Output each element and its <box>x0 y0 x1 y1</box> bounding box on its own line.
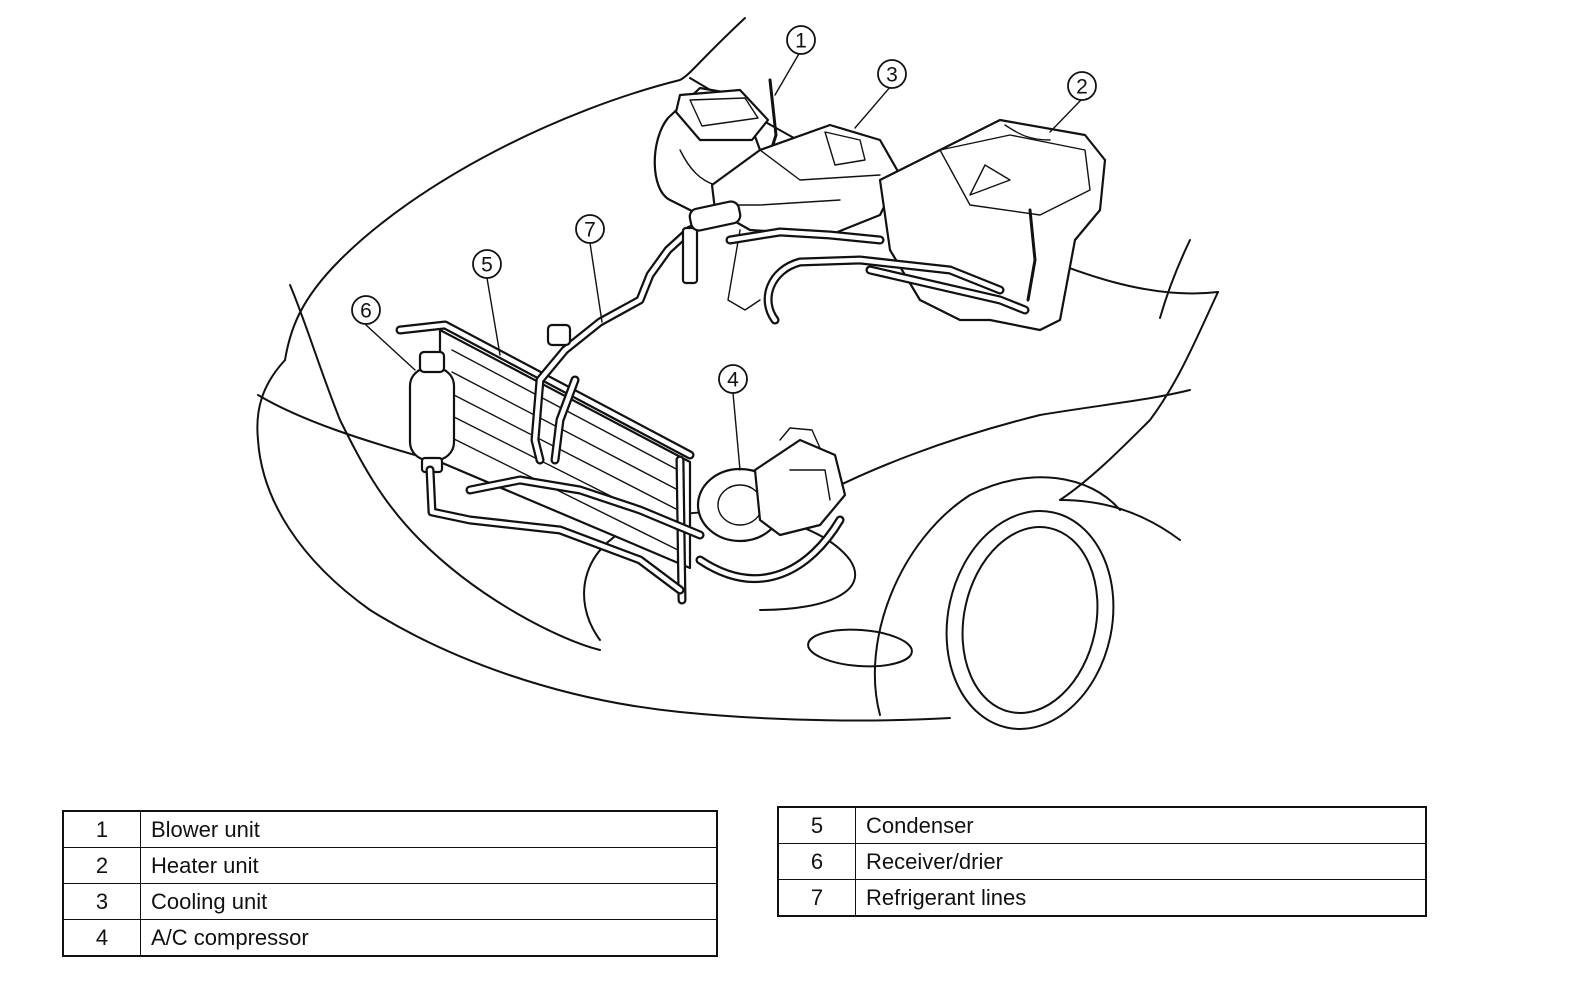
legend-number: 2 <box>62 847 141 884</box>
svg-text:1: 1 <box>795 30 807 53</box>
legend-label: Refrigerant lines <box>855 879 1427 917</box>
leader-lines <box>365 51 1082 471</box>
callout-2: 2 <box>1067 71 1097 101</box>
legend-number: 5 <box>777 806 856 844</box>
legend-number: 6 <box>777 843 856 880</box>
legend-table-left: 1 Blower unit 2 Heater unit 3 Cooling un… <box>62 810 718 957</box>
legend-number: 3 <box>62 883 141 920</box>
legend-row: 6 Receiver/drier <box>777 843 1427 880</box>
legend-row: 2 Heater unit <box>62 847 718 884</box>
legend-row: 7 Refrigerant lines <box>777 879 1427 917</box>
legend-number: 1 <box>62 810 141 848</box>
svg-text:7: 7 <box>584 219 596 242</box>
svg-text:5: 5 <box>481 254 493 277</box>
refrigerant-lines <box>425 200 845 595</box>
svg-text:6: 6 <box>360 300 372 323</box>
legend-row: 4 A/C compressor <box>62 919 718 957</box>
legend-label: Condenser <box>855 806 1427 844</box>
legend-label: Cooling unit <box>140 883 718 920</box>
receiver-drier <box>408 350 456 474</box>
svg-text:2: 2 <box>1076 76 1088 99</box>
turn-signal-lamp <box>807 628 913 668</box>
legend-label: Heater unit <box>140 847 718 884</box>
heater-hoses <box>725 227 1030 325</box>
legend-number: 7 <box>777 879 856 917</box>
callout-4: 4 <box>718 364 748 394</box>
callout-3: 3 <box>877 59 907 89</box>
callout-5: 5 <box>472 249 502 279</box>
callout-7: 7 <box>575 214 605 244</box>
legend-label: Receiver/drier <box>855 843 1427 880</box>
ac-compressor <box>696 427 847 543</box>
callout-6: 6 <box>351 295 381 325</box>
legend-table-right: 5 Condenser 6 Receiver/drier 7 Refrigera… <box>777 806 1427 917</box>
legend-number: 4 <box>62 919 141 957</box>
legend-label: Blower unit <box>140 810 718 848</box>
svg-text:3: 3 <box>886 64 898 87</box>
callout-1: 1 <box>786 25 816 55</box>
ac-system-diagram: 1 3 2 7 5 6 4 <box>256 17 1219 730</box>
heater-unit <box>878 118 1107 332</box>
legend-row: 5 Condenser <box>777 806 1427 844</box>
svg-text:4: 4 <box>727 369 739 392</box>
front-wheel <box>873 476 1121 730</box>
legend-row: 3 Cooling unit <box>62 883 718 920</box>
legend-row: 1 Blower unit <box>62 810 718 848</box>
legend-label: A/C compressor <box>140 919 718 957</box>
cooling-unit <box>710 123 902 311</box>
